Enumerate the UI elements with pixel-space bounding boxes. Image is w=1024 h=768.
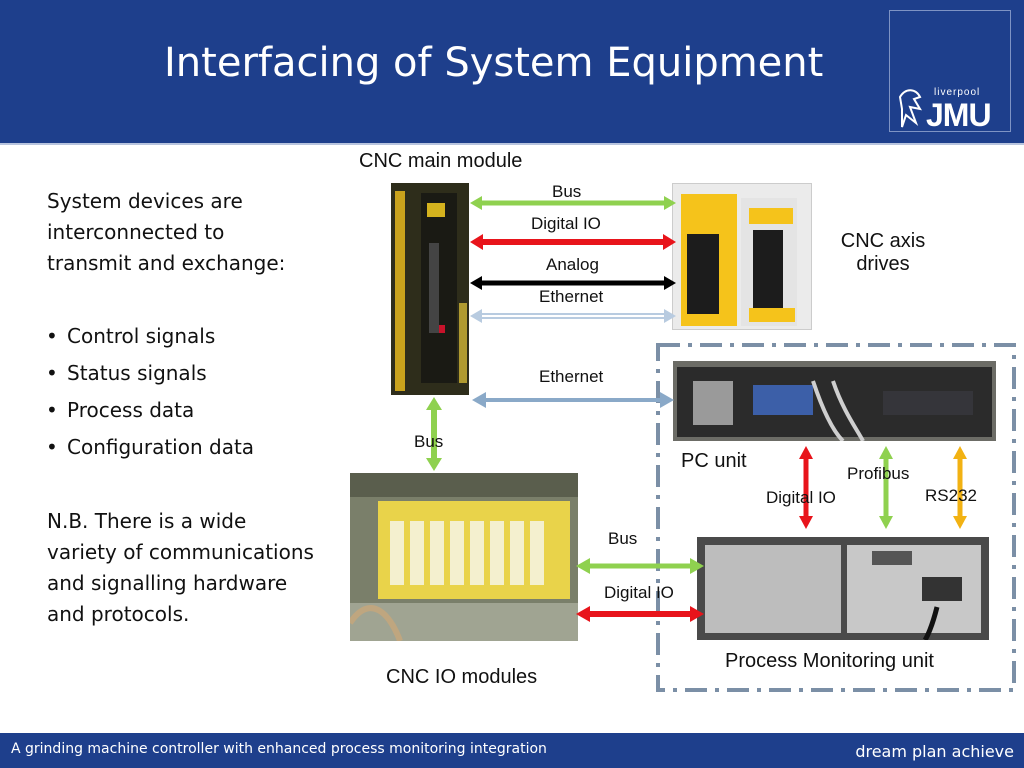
bus-link-top (470, 196, 676, 210)
ethernet-link-mid (472, 392, 674, 408)
cnc-io-modules-image (350, 473, 578, 641)
list-item: Status signals (46, 359, 254, 396)
cnc-axis-drives-label: CNC axis drives (836, 230, 930, 276)
jmu-logo: liverpool JMU (889, 10, 1011, 133)
pc-unit-graphic (673, 361, 996, 441)
rs232-label: RS232 (925, 486, 977, 505)
analog-label: Analog (546, 255, 599, 274)
note-line: N.B. There is a wide (47, 509, 247, 533)
liver-bird-icon (898, 89, 923, 128)
signal-list: Control signals Status signals Process d… (46, 322, 254, 470)
bus-low-label: Bus (608, 529, 638, 548)
digital-io-low-label: Digital IO (604, 583, 674, 602)
cnc-main-module-image (391, 183, 469, 395)
intro-line: transmit and exchange: (47, 251, 286, 275)
analog-link (470, 276, 676, 290)
digital-io-top-label: Digital IO (531, 214, 601, 233)
note-line: and protocols. (47, 602, 190, 626)
digital-io-link-low (576, 606, 704, 622)
process-monitoring-unit-label: Process Monitoring unit (725, 650, 934, 672)
pc-unit-image (673, 361, 996, 441)
rs232-link (953, 446, 967, 529)
header-bar: Interfacing of System Equipment liverpoo… (0, 0, 1024, 145)
footer-slogan: dream plan achieve (855, 742, 1014, 761)
digital-io-pc-label: Digital IO (766, 488, 836, 507)
digital-io-link-pc (799, 446, 813, 529)
cnc-main-module-label: CNC main module (359, 150, 523, 172)
footer-bar: A grinding machine controller with enhan… (0, 733, 1024, 768)
list-item: Configuration data (46, 433, 254, 470)
note-line: and signalling hardware (47, 571, 288, 595)
bus-link-low (576, 558, 704, 574)
profibus-label: Profibus (847, 464, 910, 483)
intro-line: System devices are (47, 189, 243, 213)
list-item: Process data (46, 396, 254, 433)
note-line: variety of communications (47, 540, 314, 564)
bus-link-vertical (426, 397, 442, 471)
intro-line: interconnected to (47, 220, 225, 244)
footer-text: A grinding machine controller with enhan… (11, 741, 547, 757)
pc-unit-label: PC unit (681, 450, 747, 472)
note-text: N.B. There is a wide variety of communic… (47, 506, 314, 630)
bus-vertical-label: Bus (414, 432, 444, 451)
intro-text: System devices are interconnected to tra… (47, 186, 285, 279)
logo-small-text: liverpool (934, 87, 981, 98)
profibus-link (879, 446, 893, 529)
process-monitoring-unit-image (697, 537, 989, 640)
ethernet-link-top (470, 309, 676, 323)
bus-top-label: Bus (552, 182, 582, 201)
axis-drives-graphic (673, 184, 811, 329)
io-modules-graphic (350, 473, 578, 641)
pm-unit-graphic (697, 537, 989, 640)
monitoring-system-boundary (656, 343, 1016, 692)
logo-big-text: JMU (926, 97, 992, 133)
cnc-io-modules-label: CNC IO modules (386, 666, 538, 688)
cnc-axis-drives-image (672, 183, 812, 330)
ethernet-top-label: Ethernet (539, 287, 604, 306)
slide-title: Interfacing of System Equipment (164, 40, 824, 86)
digital-io-link-top (470, 234, 676, 250)
cnc-main-module-graphic (391, 183, 469, 395)
ethernet-mid-label: Ethernet (539, 367, 604, 386)
axis-drives-line: CNC axis (840, 230, 926, 252)
axis-drives-line: drives (856, 253, 910, 275)
list-item: Control signals (46, 322, 254, 359)
